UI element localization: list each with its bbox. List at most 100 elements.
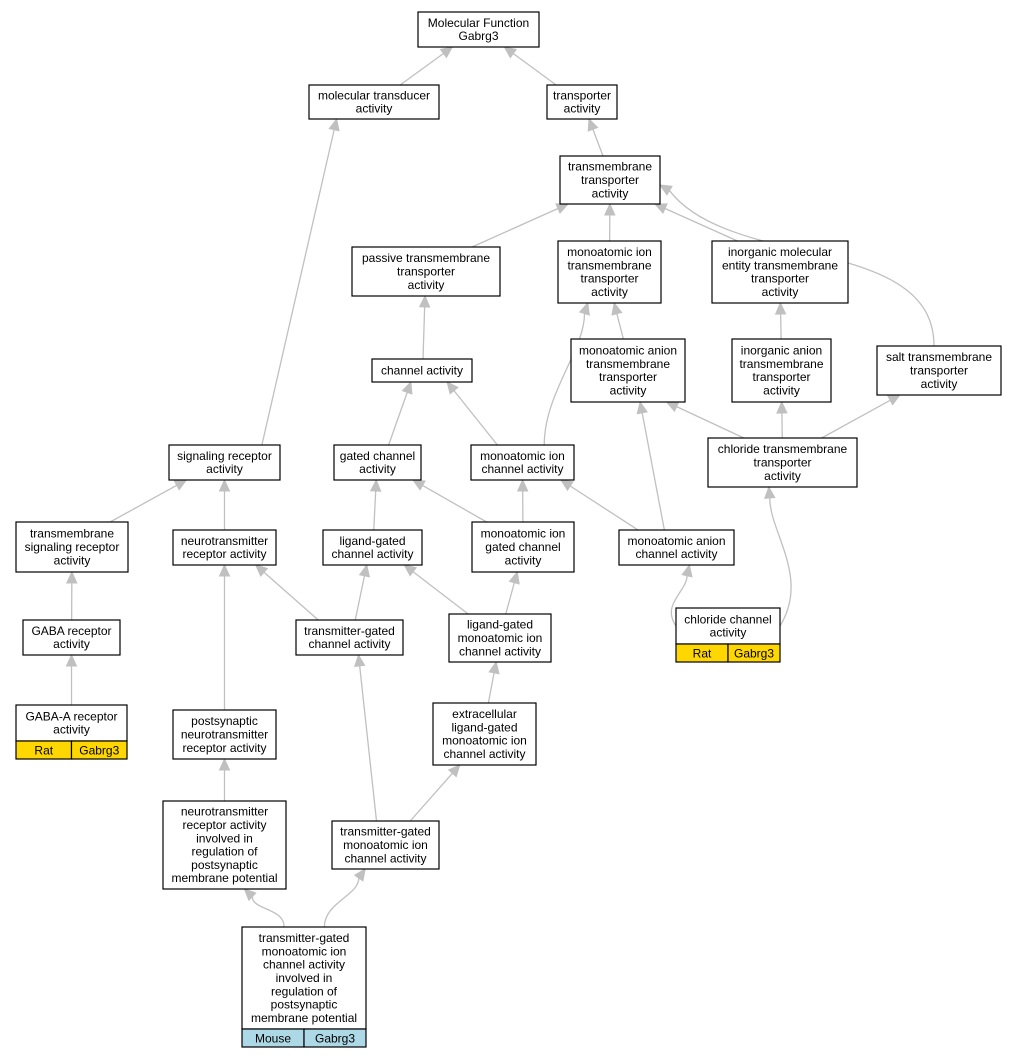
edges-layer <box>65 46 935 928</box>
edge-mica-to-mitt <box>543 313 586 446</box>
arrowhead-tgmicair-to-tgmica <box>353 868 366 882</box>
edge-ta-to-mf <box>512 52 557 86</box>
arrowhead-cca-to-maca <box>681 563 693 578</box>
edge-lgmica-to-lgca <box>412 571 469 615</box>
arrowhead-ctt-to-stt <box>887 394 901 406</box>
node-ca[interactable]: channel activity <box>371 358 473 383</box>
node-label-line: channel activity <box>263 958 345 972</box>
node-label-line: transporter <box>752 370 810 384</box>
arrowhead-elgmica-to-lgmica <box>488 660 500 675</box>
node-box <box>731 338 832 403</box>
arrowhead-tmt-to-ta <box>587 117 599 132</box>
node-label-line: channel activity <box>308 637 390 651</box>
node-label-line: activity <box>53 637 90 651</box>
node-label-line: neurotransmitter <box>181 805 268 819</box>
node-box <box>22 619 121 656</box>
arrowhead-cca-to-ctt <box>764 485 776 499</box>
node-box <box>711 240 849 304</box>
arrowhead-stt-to-tmt <box>658 184 673 196</box>
node-label-line: regulation of <box>271 984 338 998</box>
node-mitt[interactable]: monoatomic iontransmembranetransporterac… <box>557 240 662 304</box>
node-ctt[interactable]: chloride transmembranetransporteractivit… <box>707 437 858 488</box>
gene-badge[interactable] <box>727 643 781 663</box>
node-label-line: activity <box>764 469 801 483</box>
node-label-line: signaling receptor <box>25 540 120 554</box>
node-box <box>618 529 735 566</box>
node-label-line: transporter <box>910 363 968 377</box>
node-matt[interactable]: monoatomic aniontransmembranetransporter… <box>570 338 686 403</box>
edge-tsra-to-sra <box>109 484 178 523</box>
node-label-line: activity <box>505 553 542 567</box>
node-iatt[interactable]: inorganic aniontransmembranetransportera… <box>731 338 832 403</box>
node-label-line: transmitter-gated <box>259 931 350 945</box>
node-label-line: molecular transducer <box>318 88 430 102</box>
node-label-line: activity <box>592 186 629 200</box>
node-label-line: postsynaptic <box>191 858 258 872</box>
species-badge-label: Mouse <box>255 1032 291 1046</box>
node-label-line: transmitter-gated <box>340 825 431 839</box>
edge-tgca-to-nra <box>263 571 319 621</box>
node-box <box>448 613 552 663</box>
node-label-line: Gabrg3 <box>458 29 498 43</box>
species-badge-label: Rat <box>34 744 53 758</box>
node-label-line: transmembrane <box>568 160 652 174</box>
edge-tgca-to-lgca <box>354 575 366 621</box>
node-box <box>172 529 277 566</box>
node-box <box>546 84 618 120</box>
gene-badge[interactable] <box>70 740 128 760</box>
node-label-line: membrane potential <box>171 871 277 885</box>
edge-migca-to-gca <box>422 484 487 523</box>
node-box <box>675 607 781 645</box>
node-label-line: ligand-gated <box>451 720 517 734</box>
arrowhead-nrair-to-pnra <box>218 757 231 771</box>
edge-iatt-to-imett <box>779 313 782 340</box>
edge-tmt-to-ta <box>592 129 604 157</box>
arrowhead-maca-to-matt <box>636 400 648 415</box>
node-label-line: inorganic molecular <box>728 245 832 259</box>
node-label-line: activity <box>359 462 396 476</box>
node-label-line: channel activity <box>481 462 563 476</box>
node-box <box>471 521 575 573</box>
edge-tgmica-to-tgca <box>359 665 378 822</box>
gene-badge[interactable] <box>303 1028 367 1048</box>
arrowhead-matt-to-mitt <box>611 301 623 316</box>
node-label-line: channel activity <box>381 363 463 377</box>
node-label-line: ligand-gated <box>467 618 533 632</box>
node-label-line: monoatomic ion <box>480 449 565 463</box>
node-label-line: activity <box>710 626 747 640</box>
node-box <box>333 444 422 481</box>
node-box <box>15 704 128 742</box>
node-box <box>295 619 404 656</box>
node-label-line: activity <box>762 285 799 299</box>
edge-elgmica-to-lgmica <box>487 672 495 704</box>
node-label-line: ligand-gated <box>339 534 405 548</box>
node-label-line: GABA receptor <box>31 624 111 638</box>
node-label-line: inorganic anion <box>741 344 822 358</box>
